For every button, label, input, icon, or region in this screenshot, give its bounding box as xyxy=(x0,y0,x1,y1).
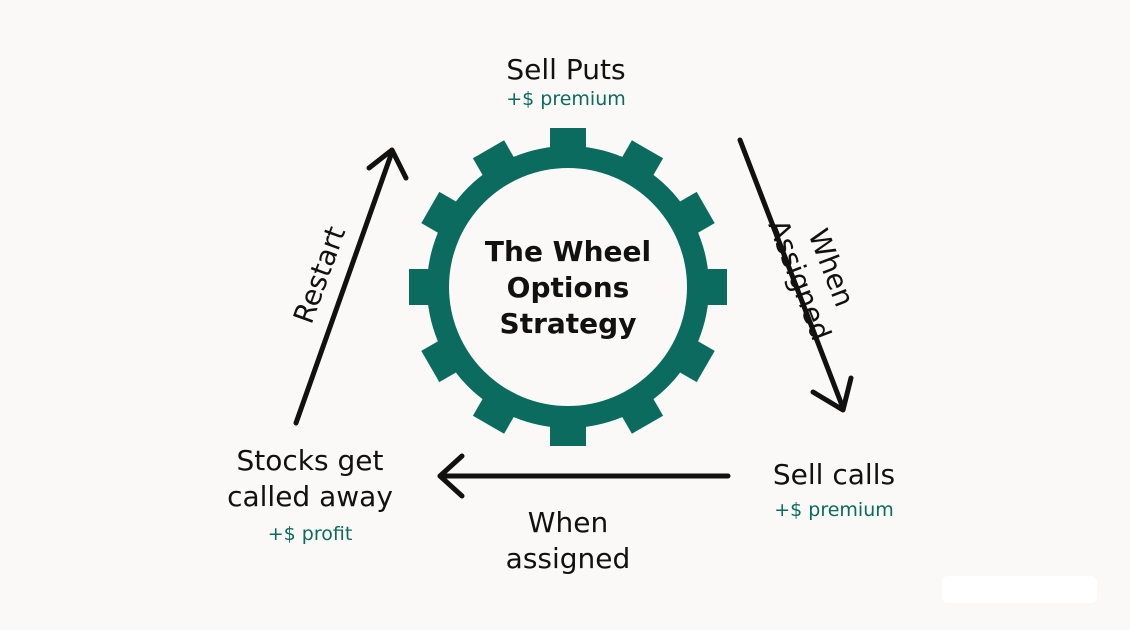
gear-tooth xyxy=(697,269,727,305)
node-label: Sell calls xyxy=(772,458,896,491)
gear-tooth xyxy=(550,416,586,446)
gear-tooth xyxy=(421,335,466,383)
node-called-away: Stocks get called away +$ profit xyxy=(180,443,440,545)
node-sell-puts: Sell Puts +$ premium xyxy=(446,52,686,110)
gear-tooth xyxy=(421,191,466,239)
blank-badge xyxy=(942,576,1097,603)
gear-tooth xyxy=(670,191,715,239)
center-line: Options xyxy=(506,271,630,304)
node-note: +$ premium xyxy=(774,499,894,521)
gear-tooth xyxy=(670,335,715,383)
gear-tooth xyxy=(616,389,664,434)
edge-label-line: assigned xyxy=(505,542,631,575)
node-note: +$ profit xyxy=(267,523,353,545)
arrow-restart xyxy=(293,147,409,426)
gear-tooth xyxy=(472,389,520,434)
node-label: Sell Puts xyxy=(506,53,626,86)
center-line: Strategy xyxy=(499,307,637,340)
gear-tooth xyxy=(616,140,664,185)
node-sell-calls: Sell calls +$ premium xyxy=(724,457,944,521)
node-label: Stocks get xyxy=(236,444,384,477)
center-title: The Wheel Options Strategy xyxy=(448,234,688,342)
arrow-when-assigned-right xyxy=(737,137,854,413)
gear-tooth xyxy=(409,269,439,305)
node-note: +$ premium xyxy=(506,88,626,110)
edge-label-line: When xyxy=(527,506,609,539)
edge-label-when-assigned-bottom: When assigned xyxy=(448,505,688,577)
gear-tooth xyxy=(472,140,520,185)
gear-hole xyxy=(449,168,687,406)
arrow-when-assigned-bottom xyxy=(437,453,731,499)
gear-tooth xyxy=(550,128,586,158)
center-line: The Wheel xyxy=(484,235,652,268)
node-label: called away xyxy=(227,480,393,513)
